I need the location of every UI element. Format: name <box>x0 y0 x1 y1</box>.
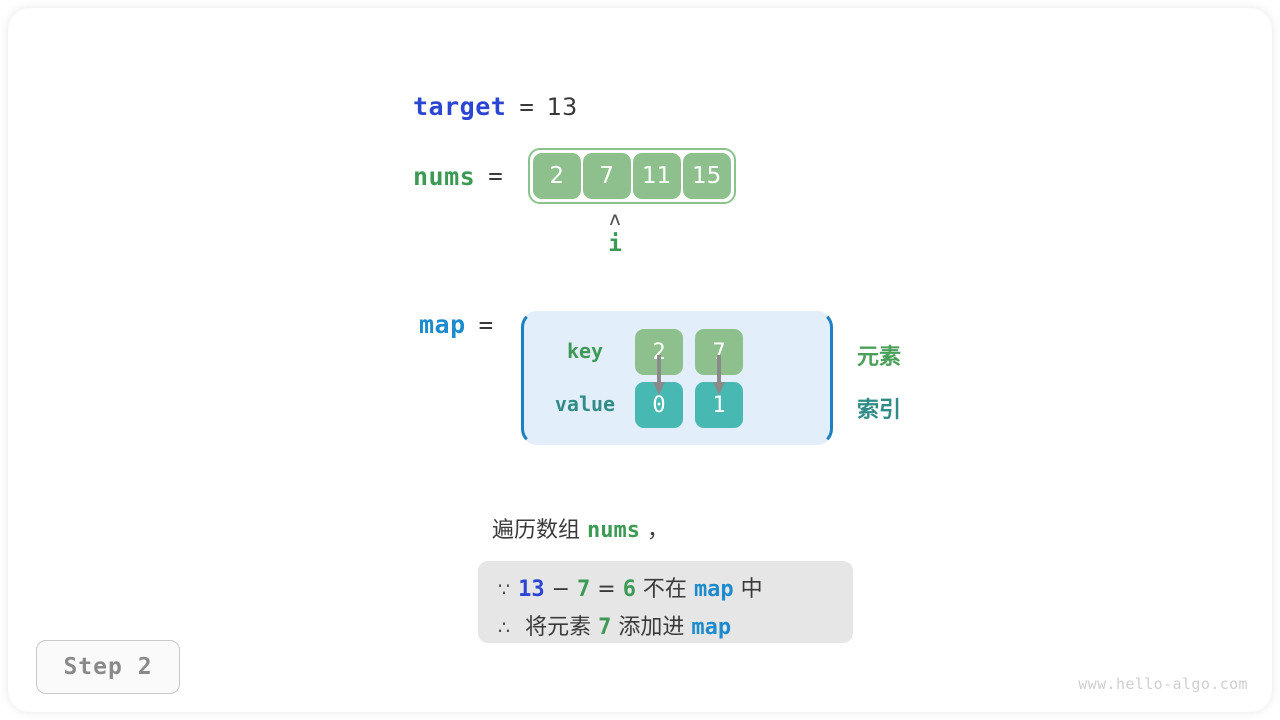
map-key-cell-0: 2 <box>635 329 683 375</box>
nums-cell-3: 15 <box>682 153 731 199</box>
note-mid-text: 不在 <box>635 577 694 602</box>
nums-array: 2 7 11 15 <box>527 148 736 204</box>
note2-number: 7 <box>598 615 612 640</box>
note-operand-b: 7 <box>577 577 591 602</box>
note-line-2: ∴ 将元素 7 添加进 map <box>498 609 833 647</box>
therefore-symbol-icon: ∴ <box>498 617 511 639</box>
nums-row: nums = 2 7 11 15 <box>413 148 736 204</box>
map-value-cell-1: 1 <box>695 382 743 428</box>
nums-equals-sign: = <box>488 162 503 190</box>
nums-cell-0: 2 <box>532 153 581 199</box>
note-result: 6 <box>622 577 636 602</box>
target-row: target = 13 <box>413 92 577 121</box>
note-box: ∵ 13 − 7 = 6 不在 map 中 ∴ 将元素 7 添加进 map <box>478 561 853 643</box>
map-value-cell-0: 0 <box>635 382 683 428</box>
legend-index-label: 索引 <box>857 398 902 423</box>
note2-mid-text: 添加进 <box>611 615 692 640</box>
note-line-1: ∵ 13 − 7 = 6 不在 map 中 <box>498 571 833 609</box>
map-equals-sign: = <box>478 310 494 339</box>
note-code-map-1: map <box>693 577 734 602</box>
target-equals-sign: = <box>519 93 534 121</box>
map-grid: key value 2 7 0 1 <box>521 311 833 445</box>
target-value: 13 <box>546 93 578 121</box>
caption-code-nums: nums <box>587 518 640 543</box>
map-row: map = <box>419 310 493 339</box>
nums-variable-label: nums <box>413 161 476 191</box>
nums-cell-2: 11 <box>632 153 681 199</box>
legend-element-label: 元素 <box>857 345 902 370</box>
note2-lead-text: 将元素 <box>518 615 599 640</box>
map-key-cell-1: 7 <box>695 329 743 375</box>
note-equals: = <box>590 577 623 602</box>
pointer-label-i: i <box>608 231 622 257</box>
map-value-row-label: value <box>554 392 616 416</box>
note-minus: − <box>544 577 578 602</box>
caption-prefix: 遍历数组 <box>492 518 587 543</box>
caption-line: 遍历数组 nums ， <box>492 512 669 544</box>
because-symbol-icon: ∵ <box>498 579 511 601</box>
note-operand-a: 13 <box>518 577 545 602</box>
note-code-map-2: map <box>691 615 732 640</box>
note-tail-text: 中 <box>733 577 763 602</box>
map-variable-label: map <box>419 310 466 339</box>
map-key-row-label: key <box>566 339 604 363</box>
nums-cell-1: 7 <box>582 153 631 199</box>
step-badge: Step 2 <box>36 640 180 694</box>
caption-suffix: ， <box>639 518 669 543</box>
pointer-caret-icon: ʌ <box>609 208 621 230</box>
target-variable-label: target <box>413 92 507 121</box>
watermark: www.hello-algo.com <box>1078 675 1248 693</box>
